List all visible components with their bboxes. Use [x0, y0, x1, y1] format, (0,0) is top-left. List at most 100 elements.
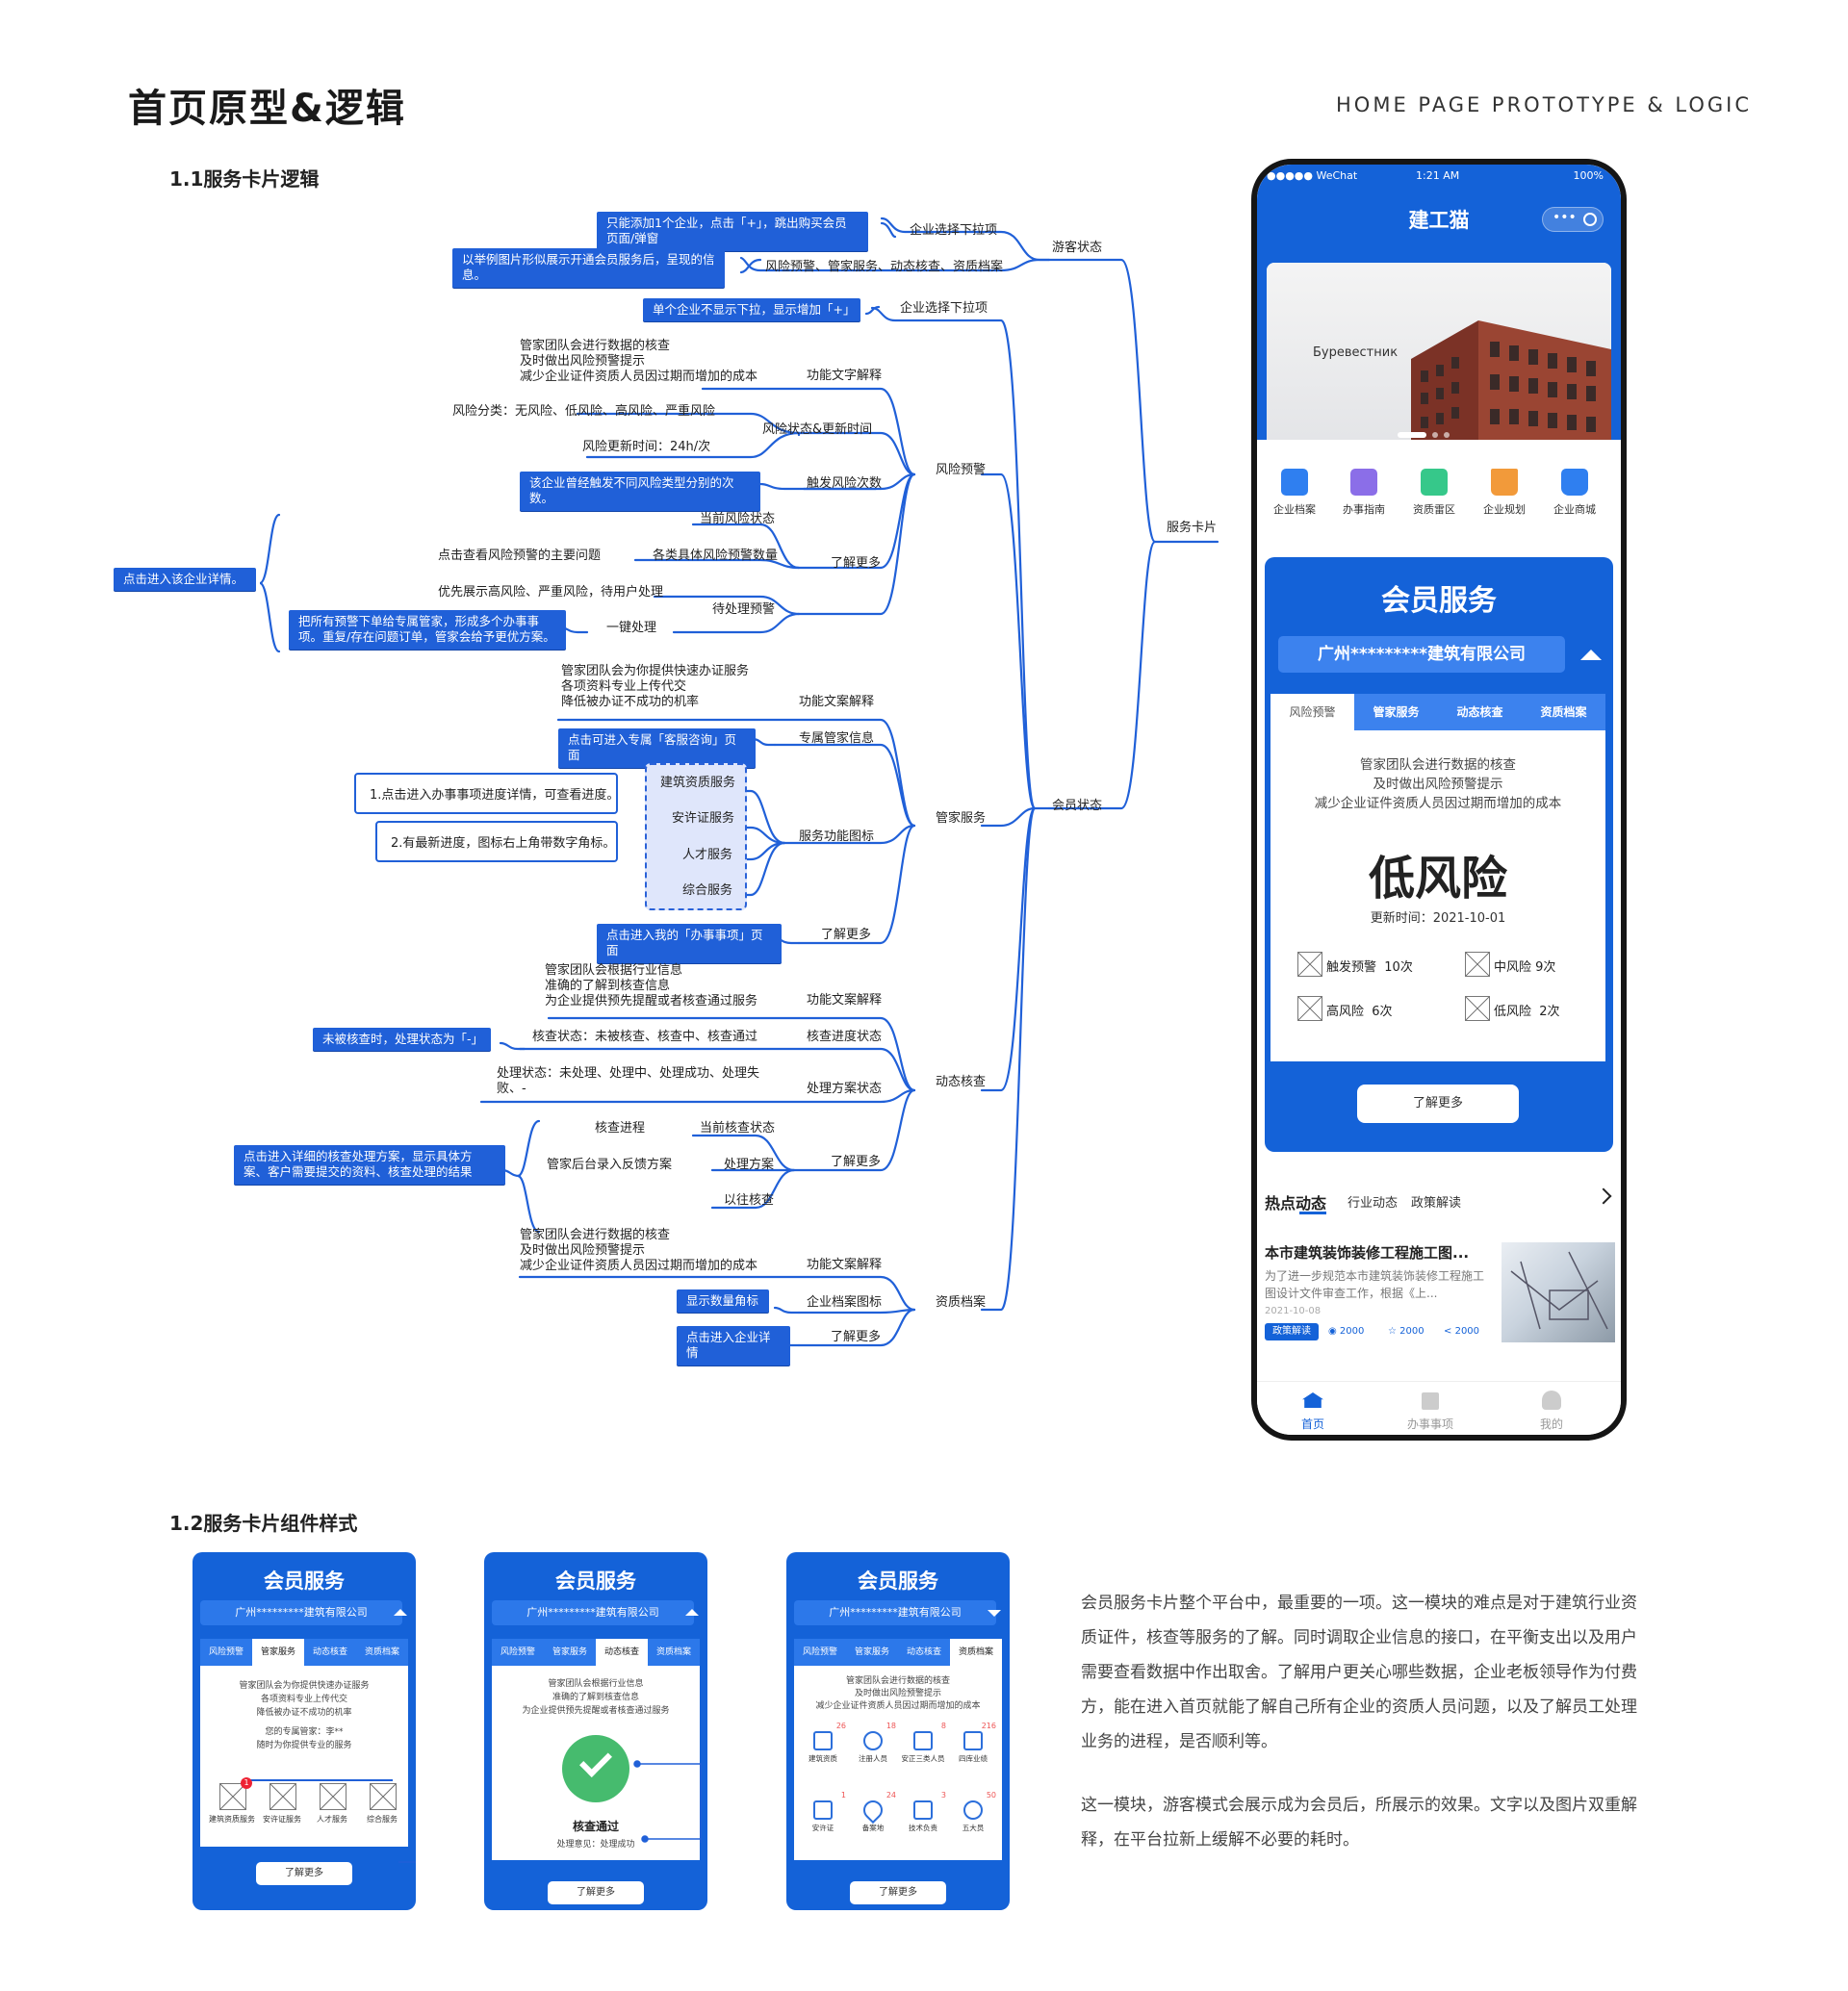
mini-tab[interactable]: 风险预警	[802, 1647, 837, 1657]
placeholder-icon	[219, 1783, 246, 1810]
stat-value: 9次	[1535, 960, 1556, 975]
archive-count: 8	[940, 1722, 946, 1730]
menu-planning[interactable]: 企业规划	[1471, 469, 1538, 517]
risk-level: 低风险	[1368, 852, 1507, 906]
mini-tab-active[interactable]: 管家服务	[252, 1639, 304, 1666]
mini-tab[interactable]: 风险预警	[208, 1647, 244, 1657]
archive-item[interactable]: 8 安正三类人员	[900, 1722, 947, 1764]
placeholder-icon	[1465, 996, 1490, 1021]
caret-up-icon[interactable]	[1580, 650, 1602, 660]
archive-count: 24	[886, 1791, 896, 1800]
mm-archive: 资质档案	[936, 1295, 987, 1310]
capsule-menu[interactable]: •••	[1542, 207, 1604, 232]
tab-risk[interactable]: 风险预警	[1270, 694, 1354, 730]
tab-butler[interactable]: 管家服务	[1373, 705, 1420, 719]
mindmap-connectors	[259, 217, 1219, 1347]
mini-learn-more[interactable]: 了解更多	[256, 1862, 352, 1885]
tab-dynamic[interactable]: 动态核查	[1456, 705, 1503, 719]
mini-learn-more[interactable]: 了解更多	[850, 1881, 946, 1904]
mini-company[interactable]: 广州*********建筑有限公司	[200, 1600, 402, 1625]
menu-guide[interactable]: 办事指南	[1330, 469, 1398, 517]
mini-company[interactable]: 广州*********建筑有限公司	[794, 1600, 996, 1625]
mini-tab[interactable]: 管家服务	[552, 1647, 587, 1657]
mini-tab[interactable]: 动态核查	[312, 1647, 347, 1657]
tab-archive[interactable]: 资质档案	[1540, 705, 1587, 719]
mini-tab[interactable]: 资质档案	[655, 1647, 691, 1657]
caret-up-icon[interactable]	[394, 1609, 407, 1616]
menu-archive[interactable]: 企业档案	[1261, 469, 1328, 517]
mini-tab-active[interactable]: 资质档案	[950, 1639, 1002, 1666]
caret-down-icon[interactable]	[988, 1610, 1001, 1617]
news-thumbnail[interactable]	[1502, 1242, 1615, 1342]
archive-count: 50	[986, 1791, 996, 1800]
archive-count: 1	[840, 1791, 846, 1800]
mini-company[interactable]: 广州*********建筑有限公司	[492, 1600, 694, 1625]
mm-dyn-progress-note: 未被核查时，处理状态为「-」	[313, 1028, 491, 1052]
certificate-icon	[813, 1731, 833, 1750]
mm-risk-one-click-note: 把所有预警下单给专属管家，形成多个办事事项。重复/存在问题订单，管家会给予更优方…	[289, 610, 566, 650]
mm-risk-view-issue: 点击查看风险预警的主要问题	[438, 549, 602, 563]
mm-dyn-explain-1: 管家团队会根据行业信息	[545, 963, 683, 978]
mini-tab[interactable]: 动态核查	[906, 1647, 941, 1657]
section-title-1: 1.1服务卡片逻辑	[169, 167, 320, 191]
menu-minefield[interactable]: 资质雷区	[1400, 469, 1468, 517]
banner-carousel[interactable]: Буревестник	[1267, 263, 1611, 449]
status-battery: 100%	[1573, 169, 1604, 182]
mini-tab[interactable]: 管家服务	[854, 1647, 889, 1657]
mini-tab[interactable]: 风险预警	[500, 1647, 535, 1657]
menu-label: 办事指南	[1343, 503, 1385, 516]
team-icon	[963, 1800, 983, 1820]
stat-value: 6次	[1372, 1005, 1393, 1019]
mini-tab[interactable]: 资质档案	[364, 1647, 399, 1657]
tab-affairs[interactable]: 办事事项	[1406, 1417, 1453, 1431]
placeholder-icon	[320, 1783, 346, 1810]
mm-risk-category-count: 各类具体风险预警数量	[653, 549, 779, 563]
mm-butler-icon-2: 安许证服务	[672, 811, 735, 826]
mm-dyn-progress-label: 核查进度状态	[807, 1030, 883, 1044]
tab-mine[interactable]: 我的	[1539, 1417, 1563, 1431]
star-icon: ☆	[1388, 1326, 1397, 1337]
home-icon[interactable]	[1302, 1392, 1323, 1408]
mm-dyn-progress-text: 核查状态：未被核查、核查中、核查通过	[532, 1030, 758, 1044]
user-icon[interactable]	[1542, 1391, 1561, 1410]
mini-tabs: 风险预警 管家服务 动态核查 资质档案	[492, 1639, 700, 1666]
clipboard-icon[interactable]	[1422, 1392, 1439, 1410]
mini-desc-line: 准确的了解到核查信息	[552, 1693, 639, 1702]
mm-risk-pending: 待处理预警	[712, 602, 776, 617]
share-icon: <	[1444, 1326, 1452, 1337]
mm-risk-detail-note: 点击进入该企业详情。	[114, 568, 256, 592]
learn-more-button[interactable]: 了解更多	[1357, 1085, 1519, 1123]
phone-status-bar: ●●●●● WeChat 1:21 AM 100%	[1257, 165, 1621, 188]
tab-home[interactable]: 首页	[1300, 1417, 1324, 1431]
company-selector[interactable]: 广州*********建筑有限公司	[1278, 636, 1565, 673]
mini-icon-label: 建筑资质服务	[209, 1815, 255, 1824]
news-tab-industry[interactable]: 行业动态	[1348, 1196, 1399, 1211]
news-tab-hot[interactable]: 热点动态	[1265, 1194, 1327, 1212]
mm-dyn-plan: 处理方案	[724, 1158, 775, 1172]
mini-desc-line: 为企业提供预先提醒或者核查通过服务	[522, 1706, 670, 1716]
mini-tab-active[interactable]: 动态核查	[596, 1639, 648, 1666]
archive-label: 安正三类人员	[901, 1754, 945, 1763]
mm-arc-explain-1: 管家团队会进行数据的核查	[520, 1228, 671, 1242]
page-subtitle: HOME PAGE PROTOTYPE & LOGIC	[1336, 93, 1752, 116]
stat-label: 中风险	[1494, 960, 1532, 975]
news-tab-policy[interactable]: 政策解读	[1411, 1196, 1462, 1211]
mini-learn-more[interactable]: 了解更多	[548, 1881, 644, 1904]
caret-up-icon[interactable]	[685, 1609, 699, 1616]
mm-root: 服务卡片	[1167, 521, 1218, 535]
news-title[interactable]: 本市建筑装饰装修工程施工图...	[1265, 1244, 1470, 1262]
more-dots-icon[interactable]: •••	[1553, 210, 1577, 225]
check-circle-icon	[562, 1735, 629, 1802]
close-circle-icon[interactable]	[1583, 213, 1597, 226]
menu-mall[interactable]: 企业商城	[1541, 469, 1608, 517]
mm-arc-explain-2: 及时做出风险预警提示	[520, 1243, 646, 1258]
menu-label: 资质雷区	[1413, 503, 1455, 516]
